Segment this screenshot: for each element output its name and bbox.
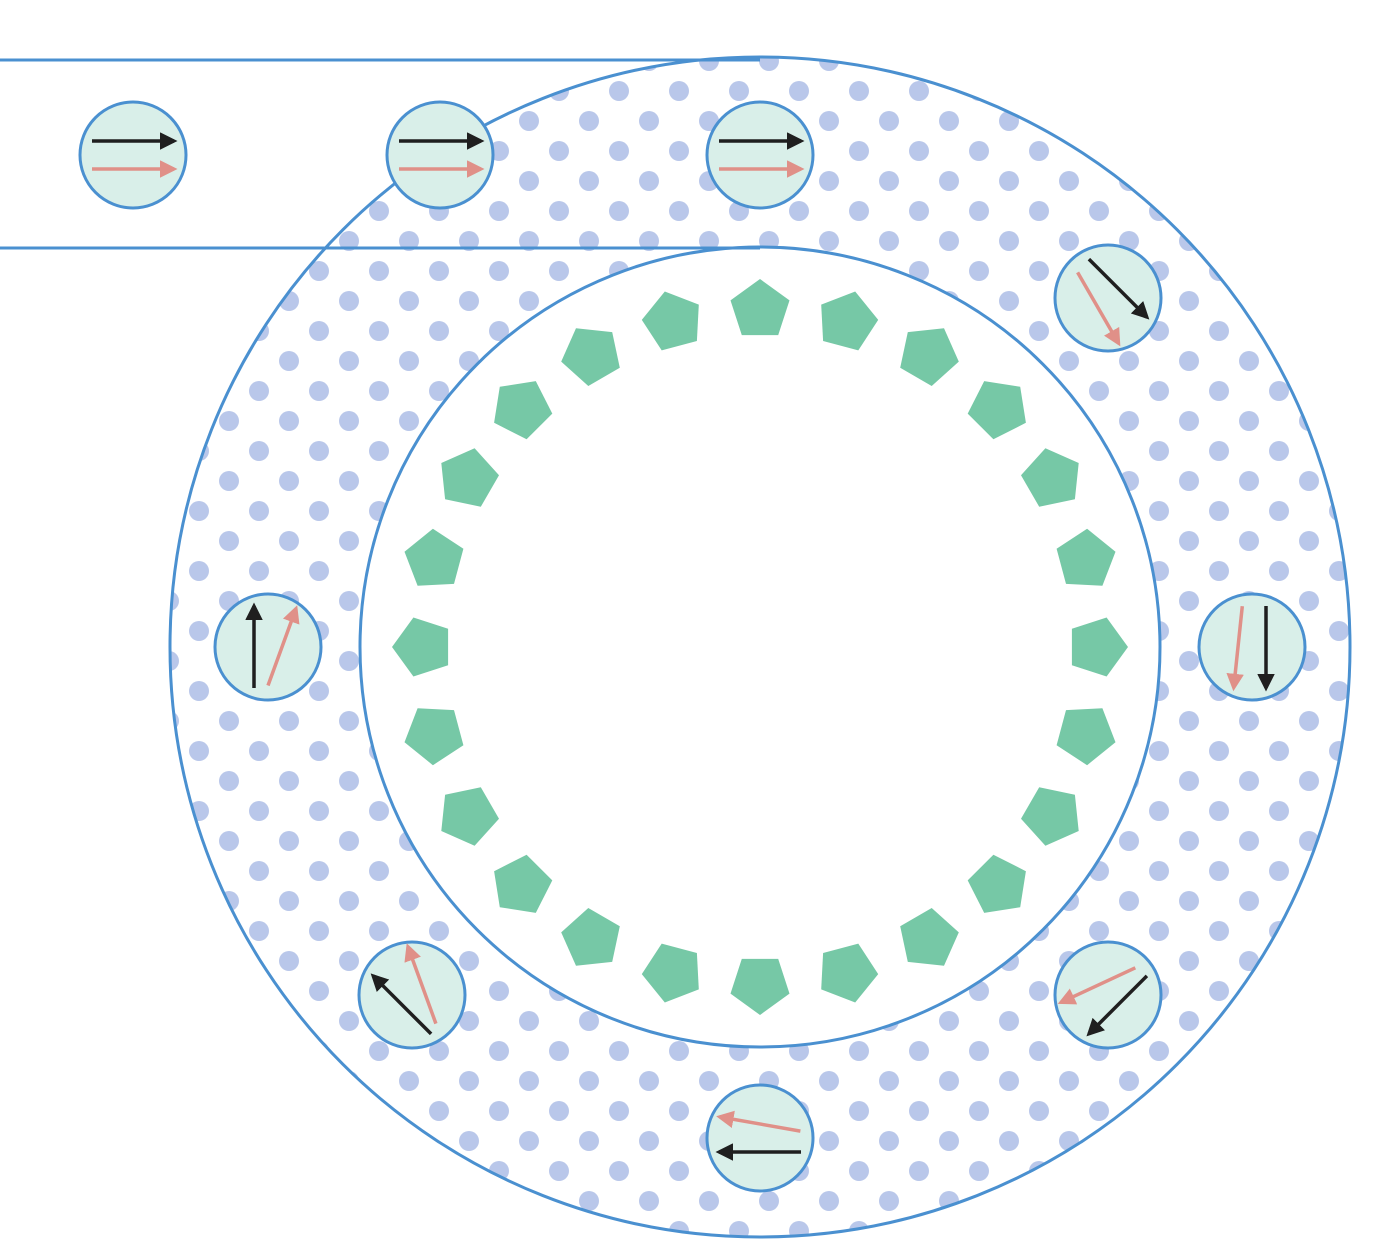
- pentagon-14: [404, 528, 464, 586]
- velocity-arrow-pink: [404, 943, 438, 1025]
- pentagon-19: [730, 279, 790, 336]
- ring-particle-lower-left: [357, 940, 467, 1050]
- feed-particle-1: [78, 100, 188, 210]
- velocity-arrow-pink: [1076, 271, 1121, 347]
- pentagon-3: [1021, 787, 1079, 846]
- ring-particle-right: [1197, 592, 1307, 702]
- velocity-arrow-pink: [1226, 606, 1245, 692]
- ring-particle-top: [705, 100, 815, 210]
- pentagon-7: [730, 958, 790, 1015]
- pentagon-4: [967, 854, 1026, 913]
- pentagon-13: [392, 617, 449, 677]
- velocity-arrow-dark: [1086, 974, 1149, 1037]
- particle-body: [385, 100, 495, 210]
- particle-body: [1053, 940, 1163, 1050]
- pentagon-24: [1056, 528, 1116, 586]
- particle-body: [357, 940, 467, 1050]
- pentagon-ring: [392, 279, 1128, 1015]
- pentagon-10: [494, 854, 553, 913]
- ring-particle-lower-right: [1053, 940, 1163, 1050]
- outer-ring-outline: [168, 55, 1352, 1239]
- pentagon-17: [561, 328, 620, 386]
- particle-body: [78, 100, 188, 210]
- ring-particle-left: [213, 592, 323, 702]
- pentagon-5: [900, 908, 959, 966]
- velocity-arrow-pink: [266, 605, 300, 687]
- pentagon-6: [821, 943, 879, 1003]
- pentagon-9: [561, 908, 620, 966]
- pentagon-1: [1071, 617, 1128, 677]
- velocity-arrow-dark: [1087, 257, 1150, 320]
- pentagon-18: [641, 291, 699, 351]
- particle-body: [705, 1083, 815, 1193]
- pentagon-20: [821, 291, 879, 351]
- particle-body: [705, 100, 815, 210]
- ring-particle-bottom: [705, 1083, 815, 1193]
- feed-particle-2: [385, 100, 495, 210]
- particle-body: [1197, 592, 1307, 702]
- pentagon-23: [1021, 448, 1079, 507]
- particle-group: [78, 100, 1307, 1193]
- pentagon-15: [441, 448, 499, 507]
- particle-body: [1053, 243, 1163, 353]
- pentagon-12: [404, 708, 464, 766]
- pentagon-22: [967, 381, 1026, 440]
- velocity-arrow-dark: [370, 973, 433, 1036]
- inner-ring-outline: [358, 245, 1162, 1049]
- pentagon-21: [900, 328, 959, 386]
- ring-particle-upper-right: [1053, 243, 1163, 353]
- dotted-ring-region: [170, 57, 1350, 1237]
- pentagon-8: [641, 943, 699, 1003]
- velocity-arrow-pink: [1057, 966, 1137, 1005]
- velocity-arrow-pink: [716, 1110, 801, 1133]
- pentagon-16: [494, 381, 553, 440]
- pentagon-11: [441, 787, 499, 846]
- pentagon-2: [1056, 708, 1116, 766]
